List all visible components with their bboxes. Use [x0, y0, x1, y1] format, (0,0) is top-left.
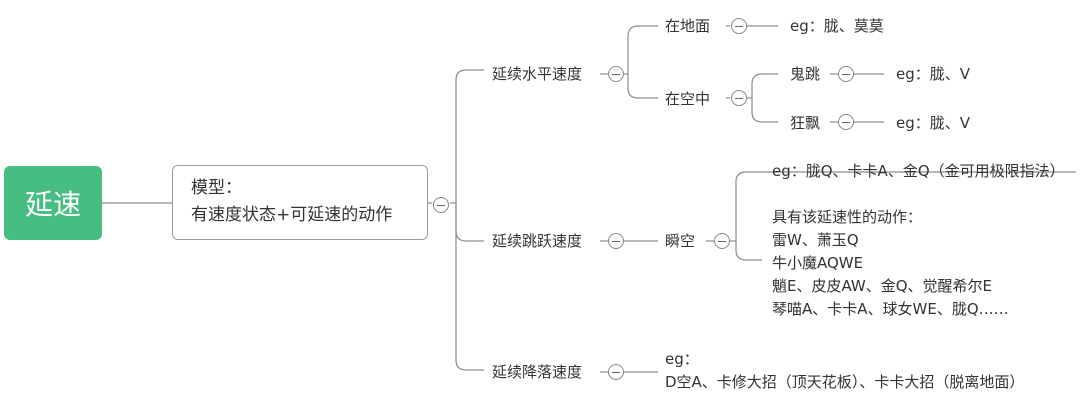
branch-horizontal[interactable]: 延续水平速度 — [492, 65, 583, 83]
collapse-ground-icon[interactable] — [731, 18, 747, 34]
model-node[interactable]: 模型： 有速度状态+可延速的动作 — [172, 165, 428, 240]
fall-example-line: eg： — [665, 350, 699, 368]
fall-example-line: D空A、卡修大招（顶天花板）、卡卡大招（脱离地面） — [665, 373, 1025, 391]
node-instant[interactable]: 瞬空 — [665, 232, 696, 250]
crazy-float-example[interactable]: eg：胧、V — [896, 114, 971, 132]
skill-line: 琴喵A、卡卡A、球女WE、胧Q…… — [772, 300, 1009, 318]
node-ground[interactable]: 在地面 — [665, 17, 711, 35]
collapse-fall-icon[interactable] — [608, 364, 624, 380]
instant-skill-list[interactable]: 具有该延速性的动作： 雷W、萧玉Q 牛小魔AQWE 魈E、皮皮AW、金Q、觉醒希… — [772, 206, 1009, 321]
root-label: 延速 — [24, 188, 81, 221]
skill-line: 具有该延速性的动作： — [772, 208, 923, 226]
collapse-crazy-float-icon[interactable] — [838, 114, 854, 130]
branch-fall[interactable]: 延续降落速度 — [492, 363, 583, 381]
skill-line: 魈E、皮皮AW、金Q、觉醒希尔E — [772, 277, 993, 295]
collapse-horizontal-icon[interactable] — [608, 66, 624, 82]
skill-line: 牛小魔AQWE — [772, 254, 864, 272]
branch-jump[interactable]: 延续跳跃速度 — [492, 232, 583, 250]
node-crazy-float[interactable]: 狂飘 — [790, 114, 821, 132]
instant-example[interactable]: eg：胧Q、卡卡A、金Q（金可用极限指法） — [772, 162, 1065, 180]
collapse-air-icon[interactable] — [731, 90, 747, 106]
collapse-jump-icon[interactable] — [608, 233, 624, 249]
collapse-ghost-jump-icon[interactable] — [838, 66, 854, 82]
root-node[interactable]: 延速 — [4, 166, 102, 240]
collapse-model-icon[interactable] — [433, 197, 449, 213]
model-line-1: 模型： — [191, 178, 242, 198]
model-line-2: 有速度状态+可延速的动作 — [191, 205, 393, 225]
ghost-jump-example[interactable]: eg：胧、V — [896, 65, 971, 83]
skill-line: 雷W、萧玉Q — [772, 231, 859, 249]
node-air[interactable]: 在空中 — [665, 90, 711, 108]
collapse-instant-icon[interactable] — [714, 233, 730, 249]
ground-example[interactable]: eg：胧、莫莫 — [790, 17, 884, 35]
fall-example[interactable]: eg： D空A、卡修大招（顶天花板）、卡卡大招（脱离地面） — [665, 348, 1024, 394]
node-ghost-jump[interactable]: 鬼跳 — [790, 65, 821, 83]
